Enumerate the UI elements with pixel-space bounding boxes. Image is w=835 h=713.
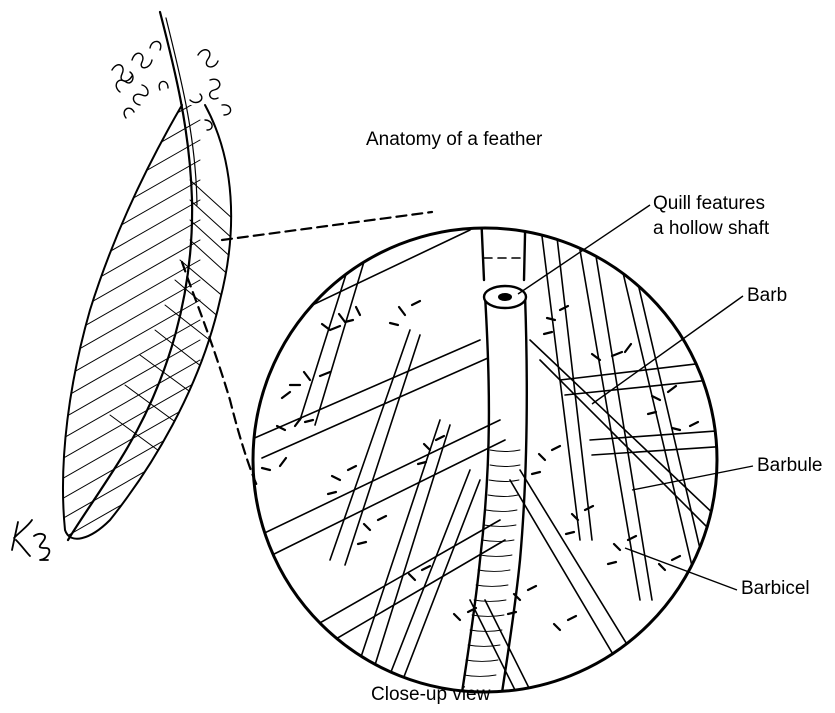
diagram-title: Anatomy of a feather xyxy=(366,128,542,151)
feather-rachis xyxy=(68,12,192,540)
quill-label-line2: a hollow shaft xyxy=(653,217,769,240)
leader-lines xyxy=(518,205,753,590)
closeup-barbicels xyxy=(262,301,698,630)
closeup-quill-shaft xyxy=(458,190,527,713)
feather-drawing xyxy=(12,12,245,560)
barb-leader-line xyxy=(592,296,743,404)
closeup-circle xyxy=(240,190,730,713)
barbicel-label: Barbicel xyxy=(741,577,810,600)
closeup-barbs-left xyxy=(240,200,505,700)
closeup-caption: Close-up view xyxy=(371,683,490,706)
quill-label-line1: Quill features xyxy=(653,192,765,215)
zoom-connector-lines xyxy=(182,212,432,488)
barbule-label: Barbule xyxy=(757,454,823,477)
artist-signature xyxy=(12,520,49,560)
barb-label: Barb xyxy=(747,284,787,307)
